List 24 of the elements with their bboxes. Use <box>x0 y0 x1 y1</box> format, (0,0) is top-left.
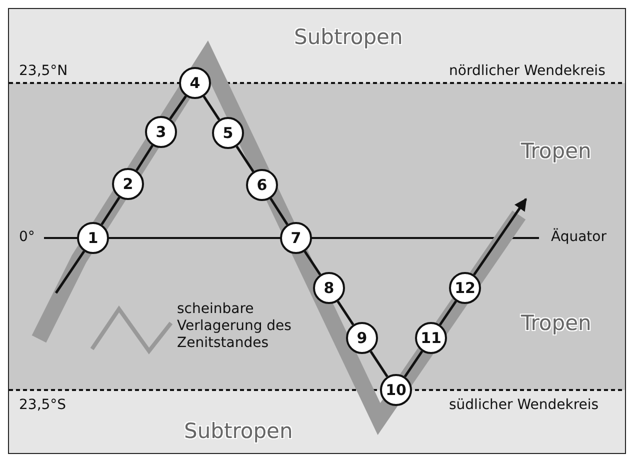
zone-label: Subtropen <box>294 25 403 49</box>
path-line <box>202 96 220 120</box>
latitude-label: 23,5°S <box>19 397 66 413</box>
path-line <box>438 300 458 326</box>
path-line <box>370 350 388 378</box>
path-line <box>270 198 288 226</box>
path-line <box>336 300 354 326</box>
latitude-label: 23,5°N <box>19 63 68 79</box>
path-line <box>236 146 254 172</box>
equator-label: Äquator <box>551 229 606 245</box>
legend-text: scheinbare Verlagerung des Zenitstandes <box>177 301 292 352</box>
zone-label: Tropen <box>521 311 592 335</box>
path-line <box>404 350 424 378</box>
latitude-label: 0° <box>19 229 35 245</box>
zone-label: Subtropen <box>184 419 293 443</box>
path-line <box>136 144 154 172</box>
arrow <box>473 198 528 276</box>
path-line <box>100 196 120 226</box>
path-line <box>169 95 187 120</box>
tropic-label: südlicher Wendekreis <box>449 397 599 413</box>
path-line <box>54 250 86 294</box>
tropic-label: nördlicher Wendekreis <box>449 63 606 79</box>
zone-label: Tropen <box>521 139 592 163</box>
path-line <box>304 250 322 276</box>
